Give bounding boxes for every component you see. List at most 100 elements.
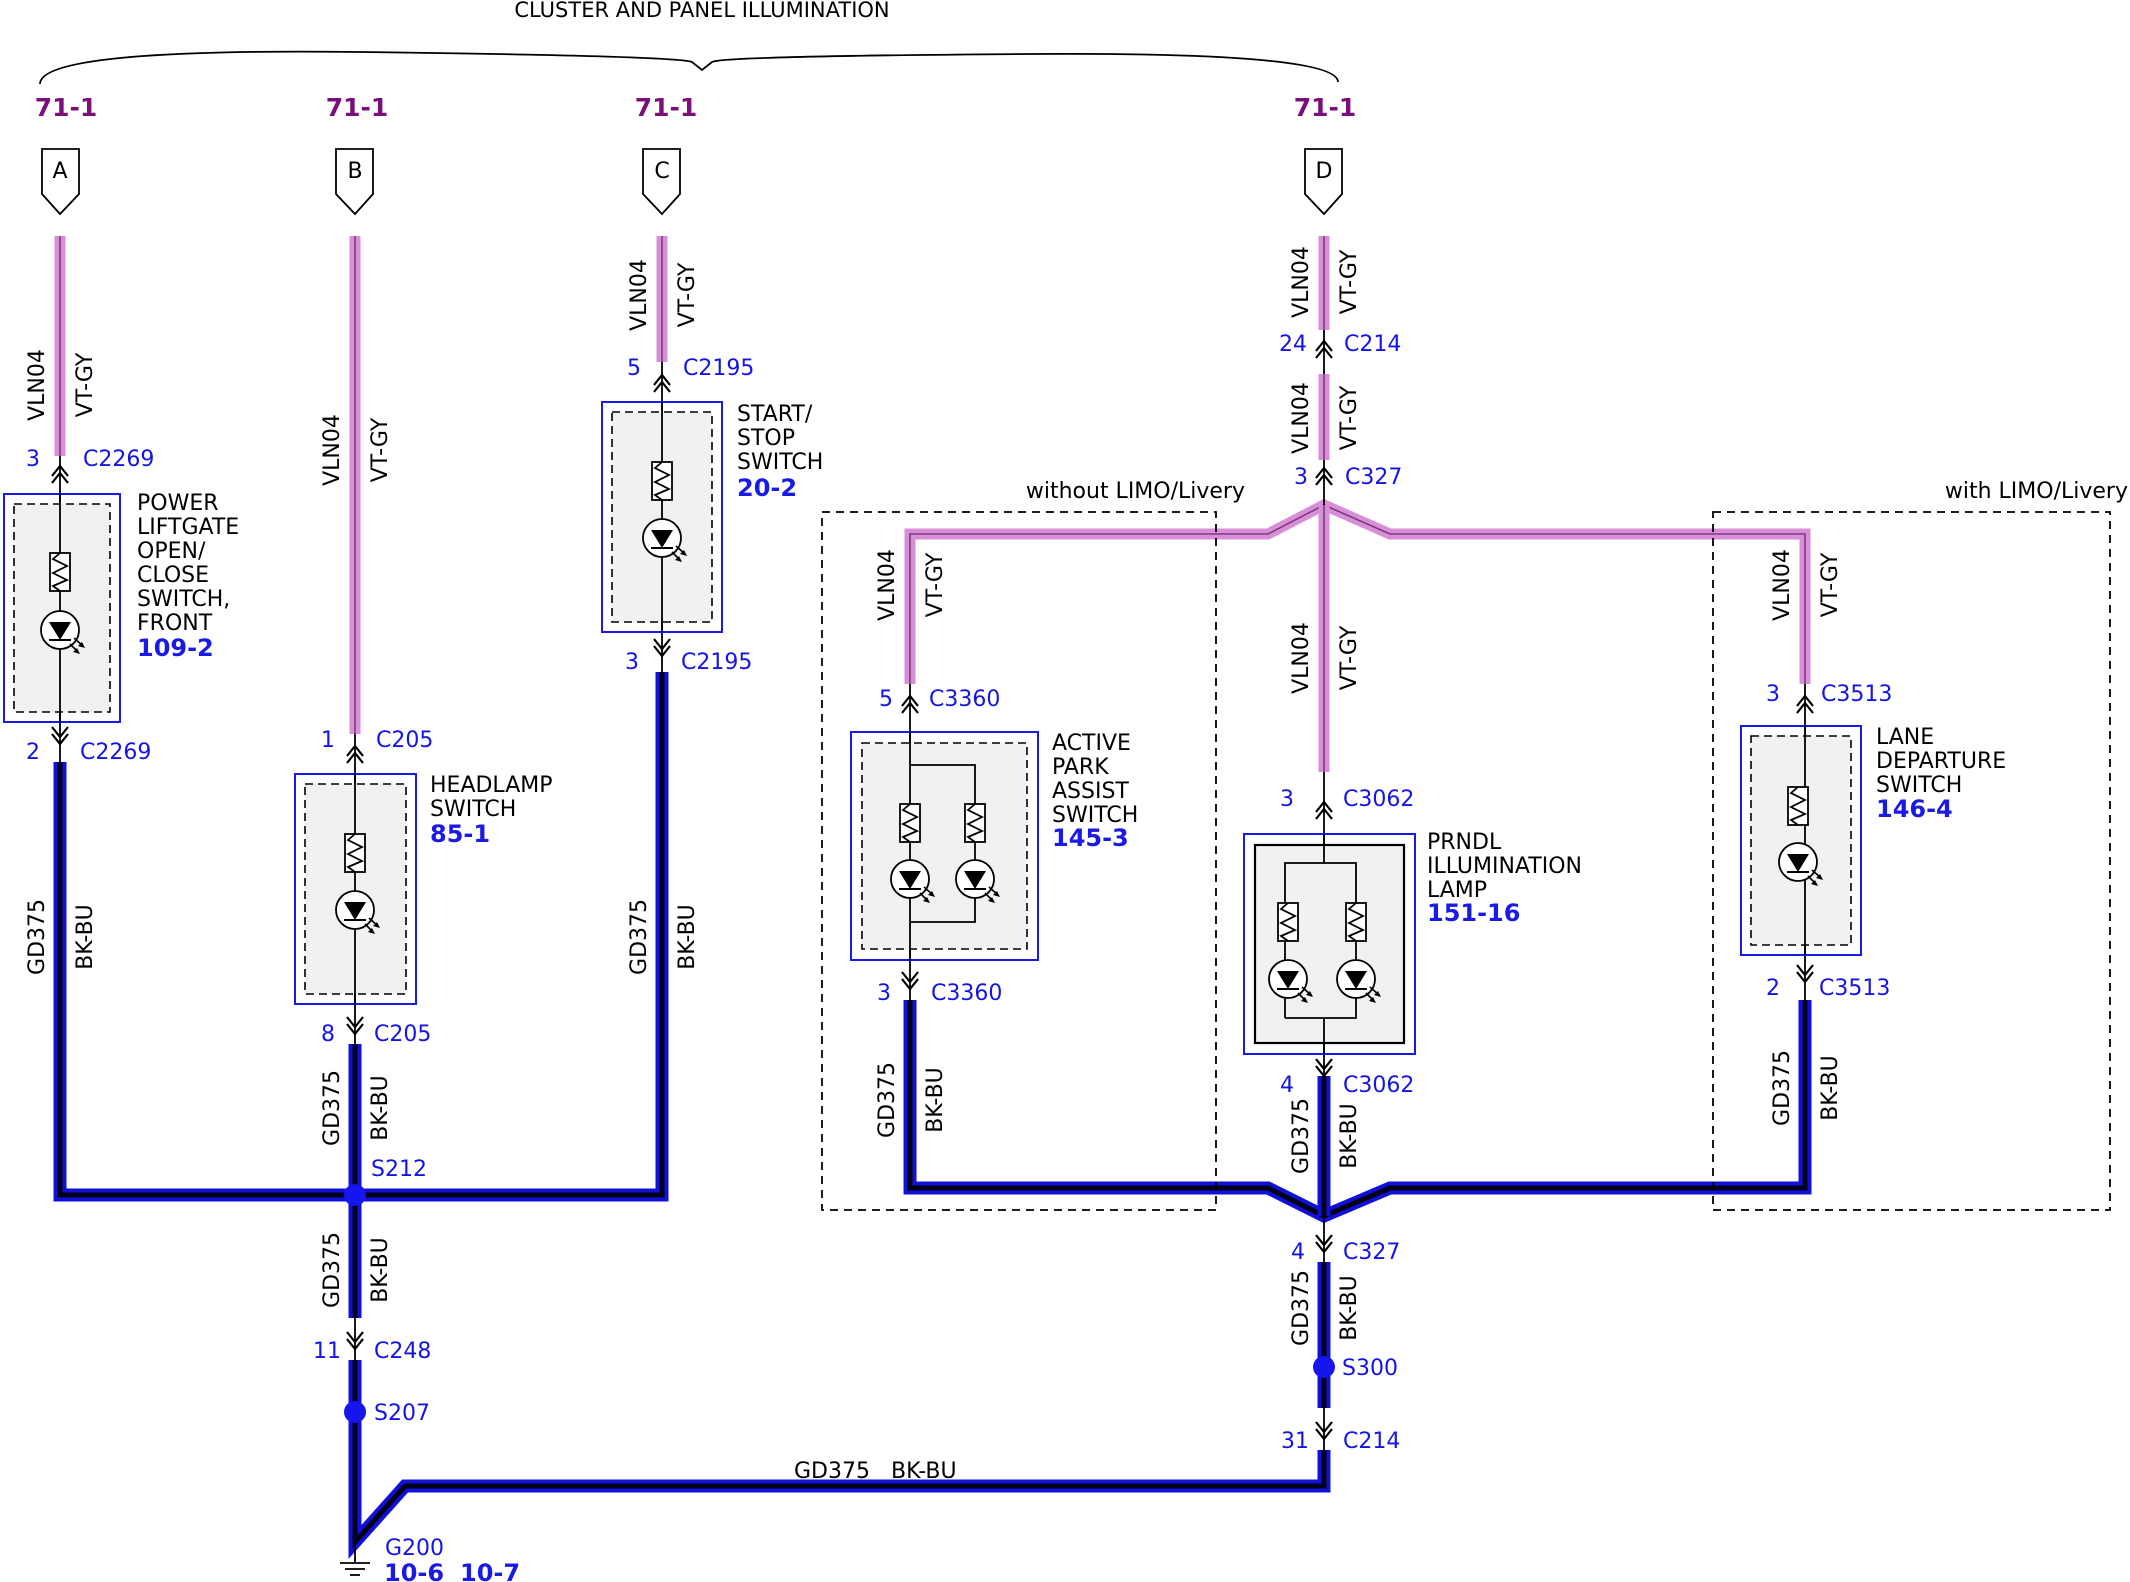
svg-text:VT-GY: VT-GY [1337, 249, 1362, 314]
ground-ref-1[interactable]: 10-6 [384, 1559, 444, 1582]
svg-text:BK-BU: BK-BU [891, 1459, 957, 1484]
pin-pr-bot: 4 [1280, 1073, 1294, 1098]
wire-labels: VLN04 VT-GY VLN04 VT-GY VLN04 VT-GY VLN0… [25, 246, 1843, 1484]
pin-c-bot: 3 [625, 650, 639, 675]
svg-text:VLN04: VLN04 [1289, 622, 1314, 694]
pin-pa-top: 5 [879, 687, 893, 712]
headlamp-switch-ref[interactable]: 85-1 [430, 820, 490, 848]
connector-flag-d: D [1304, 148, 1343, 216]
svg-text:GD375: GD375 [320, 1232, 345, 1308]
svg-text:BK-BU: BK-BU [923, 1067, 948, 1133]
svg-text:BK-BU: BK-BU [368, 1237, 393, 1303]
svg-text:D: D [1316, 159, 1333, 184]
svg-text:GD375: GD375 [875, 1062, 900, 1138]
svg-text:VT-GY: VT-GY [675, 262, 700, 327]
ground-g200-icon [340, 1542, 370, 1576]
conn-pa-top: C3360 [929, 687, 1000, 712]
pin-a-top: 3 [26, 447, 40, 472]
splice-s212-dot [344, 1184, 366, 1206]
pin-d-c214-gnd: 31 [1281, 1429, 1309, 1454]
svg-text:GD375: GD375 [25, 899, 50, 975]
conn-a-top: C2269 [83, 447, 154, 472]
svg-text:BK-BU: BK-BU [368, 1075, 393, 1141]
prndl-illumination-lamp[interactable] [1243, 833, 1416, 1055]
svg-text:BK-BU: BK-BU [1337, 1103, 1362, 1169]
pin-ld-bot: 2 [1766, 976, 1780, 1001]
svg-text:GD375: GD375 [320, 1070, 345, 1146]
svg-text:VT-GY: VT-GY [73, 352, 98, 417]
conn-pr-bot: C3062 [1343, 1073, 1414, 1098]
pin-b-top: 1 [321, 728, 335, 753]
ground-ref-2[interactable]: 10-7 [460, 1559, 520, 1582]
svg-text:A: A [52, 159, 67, 184]
pin-a-bot: 2 [26, 740, 40, 765]
option-box-with-limo [1712, 511, 2111, 1211]
lane-departure-switch-ref[interactable]: 146-4 [1876, 795, 1953, 823]
svg-text:VLN04: VLN04 [25, 349, 50, 421]
title-brace [39, 50, 1339, 85]
start-stop-switch-ref[interactable]: 20-2 [737, 474, 797, 502]
svg-text:C: C [654, 159, 669, 184]
active-park-assist-switch-label: ACTIVE PARK ASSIST SWITCH [1052, 731, 1138, 828]
connector-labels: 3 C2269 2 C2269 1 C205 8 C205 11 C248 5 … [26, 332, 1892, 1454]
pin-d-c327-gnd: 4 [1291, 1240, 1305, 1265]
active-park-assist-switch-ref[interactable]: 145-3 [1052, 824, 1129, 852]
svg-text:GD375: GD375 [1289, 1098, 1314, 1174]
lane-departure-switch[interactable] [1740, 725, 1862, 956]
svg-text:VLN04: VLN04 [875, 549, 900, 621]
svg-text:BK-BU: BK-BU [675, 904, 700, 970]
diagram-title: CLUSTER AND PANEL ILLUMINATION [514, 0, 889, 22]
svg-text:BK-BU: BK-BU [1337, 1275, 1362, 1341]
pin-c-top: 5 [627, 356, 641, 381]
pin-b-bot: 8 [321, 1022, 335, 1047]
page-ref-d[interactable]: 71-1 [1294, 93, 1357, 122]
page-ref-c[interactable]: 71-1 [635, 93, 698, 122]
splice-s300-dot [1313, 1356, 1335, 1378]
page-ref-b[interactable]: 71-1 [326, 93, 389, 122]
conn-pr-top: C3062 [1343, 787, 1414, 812]
conn-d-c327-gnd: C327 [1343, 1240, 1400, 1265]
conn-pa-bot: C3360 [931, 981, 1002, 1006]
svg-text:BK-BU: BK-BU [73, 904, 98, 970]
svg-text:VLN04: VLN04 [1770, 549, 1795, 621]
headlamp-switch[interactable] [294, 773, 417, 1005]
pin-pa-bot: 3 [877, 981, 891, 1006]
svg-text:VLN04: VLN04 [1289, 382, 1314, 454]
prndl-illumination-lamp-label: PRNDL ILLUMINATION LAMP [1427, 830, 1589, 903]
splice-s300-label: S300 [1342, 1356, 1398, 1381]
lane-departure-switch-label: LANE DEPARTURE SWITCH [1876, 725, 2013, 798]
connector-flag-c: C [642, 148, 681, 216]
conn-c-top: C2195 [683, 356, 754, 381]
conn-ld-bot: C3513 [1819, 976, 1890, 1001]
page-ref-a[interactable]: 71-1 [35, 93, 98, 122]
conn-b-bot: C205 [374, 1022, 431, 1047]
active-park-assist-switch[interactable] [850, 731, 1039, 961]
svg-text:GD375: GD375 [1289, 1270, 1314, 1346]
svg-text:VT-GY: VT-GY [368, 417, 393, 482]
conn-d-c214: C214 [1344, 332, 1401, 357]
power-liftgate-switch-ref[interactable]: 109-2 [137, 634, 214, 662]
splice-s207-dot [344, 1401, 366, 1423]
start-stop-switch[interactable] [601, 401, 723, 633]
connector-flag-a: A [41, 148, 80, 216]
conn-c-bot: C2195 [681, 650, 752, 675]
headlamp-switch-label: HEADLAMP SWITCH [430, 773, 560, 822]
option-label-with-limo: with LIMO/Livery [1945, 479, 2128, 504]
connector-flag-b: B [335, 148, 374, 216]
splices: S212 S207 S300 [344, 1157, 1398, 1426]
conn-ld-top: C3513 [1821, 682, 1892, 707]
splice-s207-label: S207 [374, 1401, 430, 1426]
option-box-without-limo [821, 511, 1217, 1211]
power-liftgate-switch[interactable] [3, 493, 121, 723]
pin-pr-top: 3 [1280, 787, 1294, 812]
prndl-illumination-lamp-ref[interactable]: 151-16 [1427, 899, 1520, 927]
start-stop-switch-label: START/ STOP SWITCH [737, 402, 823, 475]
pin-d-c214: 24 [1279, 332, 1307, 357]
conn-b-c248: C248 [374, 1339, 431, 1364]
conn-a-bot: C2269 [80, 740, 151, 765]
svg-text:GD375: GD375 [794, 1459, 870, 1484]
conn-d-c327: C327 [1345, 465, 1402, 490]
svg-text:VLN04: VLN04 [1289, 246, 1314, 318]
svg-text:GD375: GD375 [627, 899, 652, 975]
